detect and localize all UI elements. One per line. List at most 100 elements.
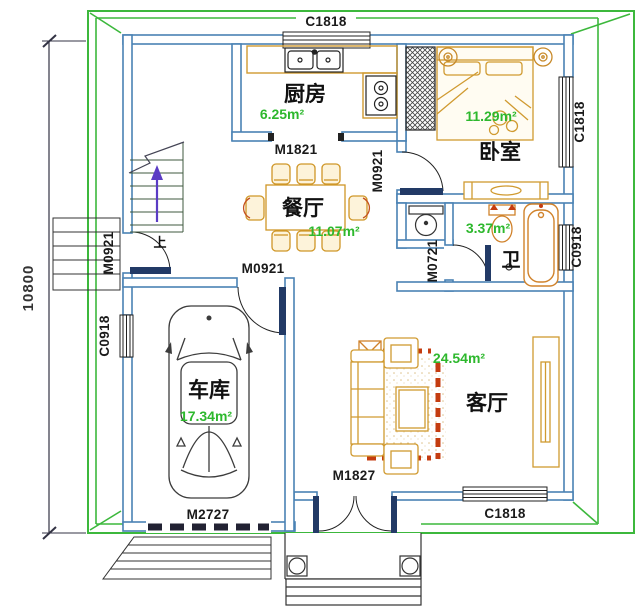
door-label-bedroom: M0921: [370, 149, 385, 192]
dining-chairs: [242, 163, 371, 252]
armchair-bottom: [383, 443, 419, 475]
area-label-garage: 17.34m²: [180, 408, 232, 424]
frame-miter-tr: [570, 13, 631, 35]
door-label-kitchen: M1821: [275, 142, 318, 157]
dim-tick-bottom: [42, 526, 57, 540]
frame-miter-tl: [89, 12, 122, 34]
labels: C1818 C1818 C0918 C0918 C1818 M0921 M182…: [20, 14, 587, 522]
bathtub: [523, 203, 559, 287]
door-bathroom: [444, 244, 491, 281]
entrance-porch: [284, 533, 422, 606]
stairs-up-label: 上: [153, 235, 166, 250]
garage-car: [165, 305, 253, 499]
wall-kitchen-bedroom: [396, 43, 407, 142]
window-label-right-bathroom: C0918: [569, 226, 584, 267]
frame-miter-bl: [89, 510, 122, 531]
room-label-living: 客厅: [466, 391, 508, 415]
dining-table: [265, 184, 346, 231]
wall-right-upper: [563, 34, 574, 78]
door-label-bathroom: M0721: [425, 239, 440, 282]
porch-column-right: [399, 555, 421, 577]
bed: [436, 46, 534, 141]
doors: [122, 131, 491, 533]
tv-cabinet: [532, 336, 560, 468]
stair-up-arrow-icon: [151, 165, 163, 222]
door-main-entry: [313, 491, 397, 533]
wall-left-lower: [122, 356, 133, 526]
wall-hall-garage: [122, 277, 238, 288]
door-garage-hall: [237, 277, 286, 335]
wall-garage-right: [284, 277, 295, 532]
bathroom-fixtures: [408, 203, 559, 287]
frame-miter-br: [572, 501, 598, 524]
sofa: [350, 349, 385, 457]
door-leaf: [130, 267, 171, 274]
wall-bath-living: [396, 281, 574, 292]
window-right-bathroom: [558, 224, 574, 271]
door-label-garage-hall: M0921: [242, 261, 285, 276]
door-leaf: [485, 245, 491, 281]
area-label-kitchen: 6.25m²: [260, 106, 305, 122]
door-garage-main: [146, 521, 271, 533]
room-label-bedroom: 卧室: [479, 140, 521, 164]
dining-furniture: [242, 163, 371, 252]
room-label-kitchen: 厨房: [284, 82, 326, 106]
area-label-bathroom: 3.37m²: [466, 220, 511, 236]
car-mirror-right: [246, 342, 253, 354]
side-steps: [52, 217, 121, 291]
windows: [119, 31, 574, 502]
area-label-bedroom: 11.29m²: [465, 108, 517, 124]
car-mirror-left: [165, 342, 172, 354]
bedroom-furniture: [405, 46, 553, 200]
porch-column-left: [286, 555, 308, 577]
driveway-ramp: [102, 536, 272, 580]
stair-break-line: [128, 141, 185, 174]
stairs: [128, 141, 185, 233]
armchair-top: [383, 337, 419, 369]
toilet: [488, 204, 516, 243]
door-label-garage-main: M2727: [187, 507, 230, 522]
door-leaf-left: [313, 496, 319, 533]
door-leaf-right: [391, 496, 397, 533]
kitchen-fixtures: [246, 45, 398, 119]
washbasin: [408, 205, 444, 237]
window-label-top-kitchen: C1818: [305, 14, 346, 29]
room-label-dining: 餐厅: [282, 196, 324, 220]
area-label-dining: 11.07m²: [308, 223, 360, 239]
door-side-entry: [122, 231, 171, 274]
floor-drain: [505, 263, 513, 271]
room-label-garage: 车库: [188, 378, 230, 402]
window-right-bedroom: [558, 76, 574, 168]
kitchen-sink: [284, 47, 344, 73]
wardrobe: [405, 46, 436, 131]
wall-right-lower: [563, 269, 574, 501]
kitchen-counter: [246, 45, 398, 74]
wall-left-upper: [122, 34, 133, 234]
coffee-table: [395, 386, 429, 432]
door-leaf: [400, 188, 443, 195]
nightstand-lamp-left: [438, 47, 458, 67]
living-furniture: [350, 336, 560, 475]
exterior-features: [52, 217, 422, 606]
door-kitchen-opening: [268, 131, 344, 142]
window-label-left-garage: C0918: [97, 315, 112, 356]
door-label-main-entry: M1827: [333, 468, 376, 483]
door-leaf: [279, 287, 286, 335]
window-bottom-living: [462, 486, 548, 502]
door-label-side-entry: M0921: [101, 231, 116, 274]
dimension-left: [42, 34, 86, 540]
porch-steps: [285, 578, 422, 606]
window-left-garage: [119, 314, 134, 358]
kitchen-counter-side: [362, 72, 398, 119]
dimension-value: 10800: [20, 265, 37, 312]
window-label-bottom-living: C1818: [484, 506, 525, 521]
dim-tick-top: [42, 34, 57, 48]
dresser: [463, 181, 549, 200]
area-label-living: 24.54m²: [433, 350, 485, 366]
door-bedroom: [396, 151, 444, 195]
kitchen-stove: [365, 75, 397, 116]
wall-stair-kitchen: [231, 43, 242, 141]
nightstand-lamp-right: [533, 47, 553, 67]
